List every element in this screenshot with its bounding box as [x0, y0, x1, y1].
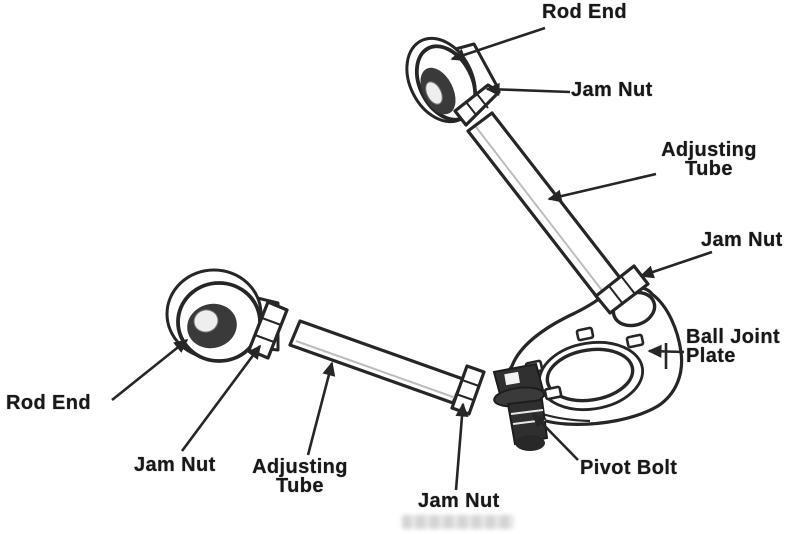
- label-adjusting-tube-lower: Adjusting Tube: [252, 456, 348, 497]
- plate-bolt-hole: [543, 385, 563, 401]
- lower-jam-nut-drawing: [247, 300, 289, 360]
- label-rod-end-top: Rod End: [542, 1, 628, 23]
- upper-rod-end-drawing: [405, 36, 500, 124]
- pointer-jam-nut-lower-center: [454, 402, 469, 491]
- label-pivot-bolt: Pivot Bolt: [580, 457, 678, 479]
- label-rod-end-left: Rod End: [6, 392, 92, 414]
- pointer-adjusting-tube-upper: [547, 172, 657, 203]
- pointer-pivot-bolt: [531, 412, 579, 461]
- plate-bolt-hole: [575, 326, 595, 342]
- pointer-rod-end-left: [111, 338, 189, 402]
- label-jam-nut-lower-left: Jam Nut: [134, 454, 216, 476]
- scan-artifact: [402, 515, 514, 529]
- lower-adjusting-tube-drawing: [288, 319, 465, 405]
- pivot-bolt-drawing: [492, 362, 549, 451]
- label-ball-joint-plate: Ball Joint Plate: [686, 326, 781, 367]
- label-jam-nut-right: Jam Nut: [701, 229, 783, 251]
- pointer-jam-nut-lower-left: [180, 344, 262, 452]
- pointer-jam-nut-right: [639, 250, 713, 279]
- label-pointer-arrows: [111, 26, 713, 491]
- label-adjusting-tube-upper: Adjusting Tube: [661, 139, 757, 180]
- pointer-adjusting-tube-lower: [306, 361, 336, 456]
- label-jam-nut-lower-center: Jam Nut: [418, 490, 500, 512]
- plate-center-hole-inner: [545, 347, 635, 403]
- pointer-rod-end-top: [450, 26, 546, 62]
- label-jam-nut-upper: Jam Nut: [571, 79, 653, 101]
- upper-adjusting-tube-drawing: [466, 111, 626, 303]
- pivot-jam-nut-drawing: [450, 364, 486, 416]
- pointer-jam-nut-upper: [485, 82, 571, 96]
- plate-jam-nut-drawing: [594, 264, 650, 315]
- ball-joint-plate-drawing: [499, 284, 684, 426]
- plate-bolt-hole: [625, 333, 645, 349]
